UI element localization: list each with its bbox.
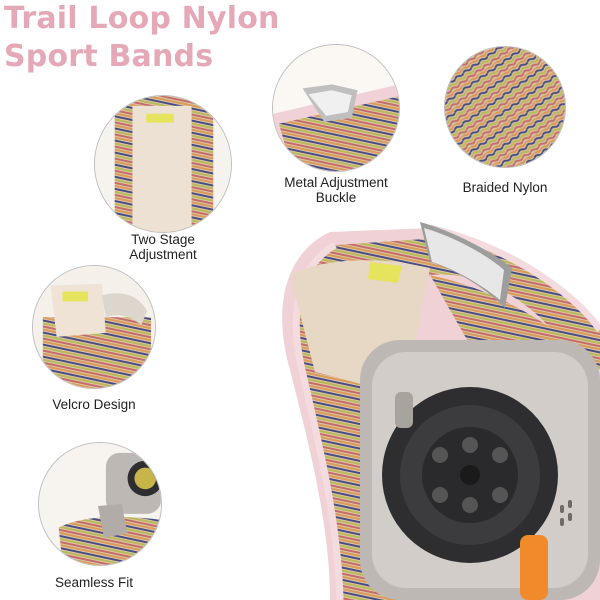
page-title: Trail Loop Nylon Sport Bands (4, 0, 280, 76)
label-two-stage-adjustment: Two Stage Adjustment (104, 232, 222, 262)
label-braided-nylon: Braided Nylon (440, 180, 570, 195)
title-line-1: Trail Loop Nylon (4, 1, 280, 36)
label-line: Buckle (315, 190, 357, 205)
callout-seamless-fit (38, 442, 162, 566)
band-woven-back (430, 275, 600, 420)
callout-metal-adjustment-buckle (272, 44, 400, 172)
metal-buckle (420, 222, 512, 308)
callout-two-stage-adjustment (94, 95, 232, 233)
label-line: Two Stage (131, 232, 195, 247)
label-line: Metal Adjustment (284, 175, 388, 190)
label-velcro-design: Velcro Design (30, 397, 158, 412)
label-seamless-fit: Seamless Fit (38, 575, 150, 590)
title-line-2: Sport Bands (4, 39, 214, 74)
watch-case (360, 340, 600, 600)
label-line: Seamless Fit (54, 575, 134, 590)
band-woven-front (296, 238, 600, 600)
label-line: Velcro Design (52, 397, 136, 412)
velcro-tab (290, 260, 430, 395)
callout-velcro-design (32, 265, 156, 389)
label-line: Adjustment (129, 247, 197, 262)
label-metal-adjustment-buckle: Metal Adjustment Buckle (262, 175, 410, 205)
label-line: Braided Nylon (462, 180, 548, 195)
callout-braided-nylon (444, 46, 566, 168)
band-loop-outer (282, 228, 600, 600)
